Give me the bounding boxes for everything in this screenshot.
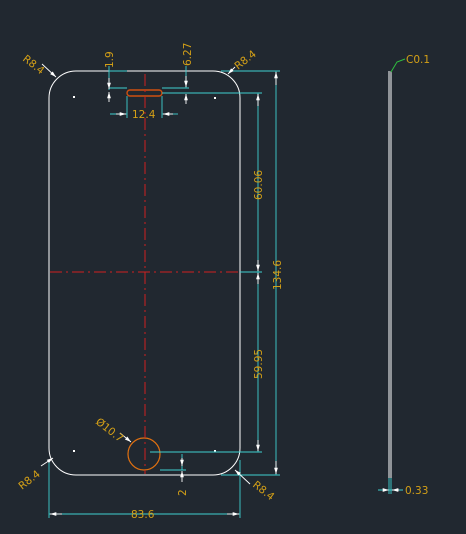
home-button-circle bbox=[127, 437, 161, 471]
label-chamfer: C0.1 bbox=[406, 54, 430, 66]
corner-mark-bl bbox=[73, 450, 75, 452]
corner-mark-tl bbox=[73, 96, 75, 98]
label-upper-half-height: 60.06 bbox=[253, 170, 265, 200]
phone-outline bbox=[48, 70, 241, 476]
dimension-lines bbox=[48, 66, 403, 518]
label-home-button-diameter: Ø10.7 bbox=[93, 416, 125, 445]
front-view bbox=[48, 70, 241, 476]
chamfer-leader bbox=[390, 58, 406, 73]
label-thickness: 0.33 bbox=[405, 485, 428, 497]
corner-mark-tr bbox=[214, 97, 216, 99]
label-corner-top-left: R8.4 bbox=[20, 53, 47, 77]
label-slot-height: 6.27 bbox=[182, 43, 194, 66]
label-corner-bottom-right: R8.4 bbox=[250, 479, 277, 503]
label-lower-half-height: 59.95 bbox=[253, 349, 265, 379]
label-button-offset: 2 bbox=[177, 489, 189, 496]
label-corner-top-right: R8.4 bbox=[232, 48, 259, 72]
dimension-arrows bbox=[40, 63, 399, 516]
label-slot-offset-top: 1.9 bbox=[104, 51, 116, 68]
side-view bbox=[388, 58, 406, 494]
label-slot-width: 12.4 bbox=[132, 109, 156, 121]
label-total-height: 134.6 bbox=[272, 260, 284, 290]
dimension-labels: R8.4 R8.4 R8.4 R8.4 1.9 6.27 12.4 60.06 … bbox=[16, 43, 430, 521]
label-corner-bottom-left: R8.4 bbox=[16, 468, 43, 492]
label-total-width: 83.6 bbox=[131, 509, 155, 521]
corner-mark-br bbox=[214, 450, 216, 452]
